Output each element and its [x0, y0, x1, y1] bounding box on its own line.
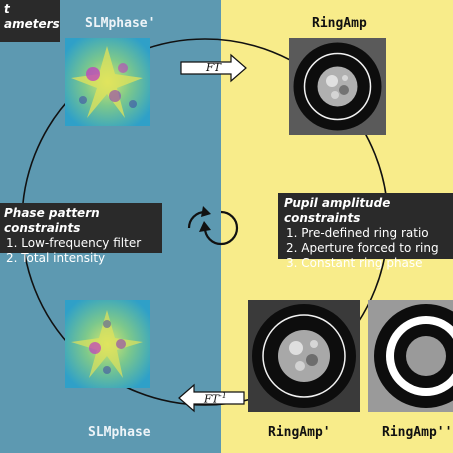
phase-constraints-heading: Phase pattern constraints: [4, 206, 100, 235]
inverse-transform-label: FT-1: [204, 391, 227, 406]
pupil-constraint-item: 1. Pre-defined ring ratio: [286, 226, 429, 240]
title-slm-phase: SLMphase: [88, 425, 151, 440]
title-ring-amp: RingAmp: [312, 16, 367, 31]
ring-amp-image: [289, 38, 386, 135]
title-slm-phase-prime: SLMphase': [85, 16, 156, 31]
forward-transform-label: FT: [206, 61, 221, 74]
parameters-box-line1: t: [4, 2, 10, 16]
inverse-transform-text: FT: [204, 392, 219, 406]
ring-amp-prime-image: [248, 300, 360, 412]
phase-constraint-item: 2. Total intensity: [6, 251, 106, 265]
pupil-constraint-item: 2. Aperture forced to ring: [286, 241, 439, 255]
ring-amp-double-prime-image: [368, 300, 453, 412]
pupil-constraints-heading: Pupil amplitude constraints: [284, 196, 391, 225]
pupil-constraints-box: Pupil amplitude constraints 1. Pre-defin…: [278, 193, 453, 270]
title-ring-amp-double-prime: RingAmp'': [382, 425, 453, 440]
parameters-box-line2: ameters: [4, 17, 60, 31]
slm-phase-prime-image: [65, 38, 150, 126]
inverse-transform-exponent: -1: [218, 391, 227, 400]
pupil-constraint-item: 3. Constant ring phase: [286, 256, 423, 270]
slm-phase-image: [65, 300, 150, 388]
title-ring-amp-prime: RingAmp': [268, 425, 331, 440]
phase-constraints-box: Phase pattern constraints 1. Low-frequen…: [0, 203, 162, 265]
parameters-box: t ameters: [0, 0, 60, 42]
phase-constraint-item: 1. Low-frequency filter: [6, 236, 142, 250]
